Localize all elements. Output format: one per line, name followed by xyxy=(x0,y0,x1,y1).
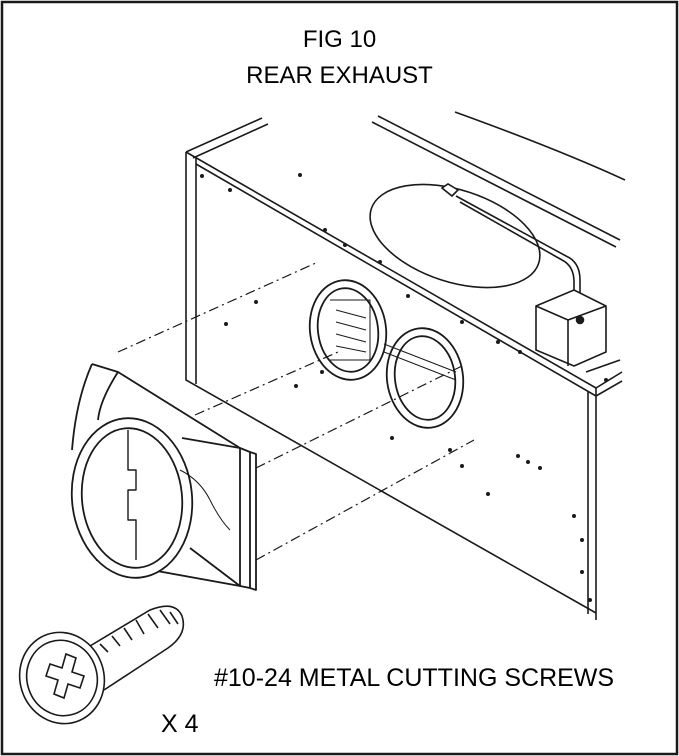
alignment-lines xyxy=(117,261,475,561)
quantity-label: X 4 xyxy=(161,710,199,738)
top-oval-opening xyxy=(369,183,541,289)
screw-head xyxy=(18,631,106,725)
junction-box xyxy=(440,183,607,367)
figure-number: FIG 10 xyxy=(302,26,377,53)
rear-exhaust-transition xyxy=(70,363,257,591)
mounting-holes xyxy=(200,173,608,602)
duct-collars xyxy=(308,279,465,429)
hood-housing xyxy=(185,111,626,620)
metal-cutting-screw xyxy=(18,605,185,725)
round-duct-outlet xyxy=(70,417,194,579)
figure-title: REAR EXHAUST xyxy=(246,62,433,89)
screw-label: #10-24 METAL CUTTING SCREWS xyxy=(214,664,615,692)
